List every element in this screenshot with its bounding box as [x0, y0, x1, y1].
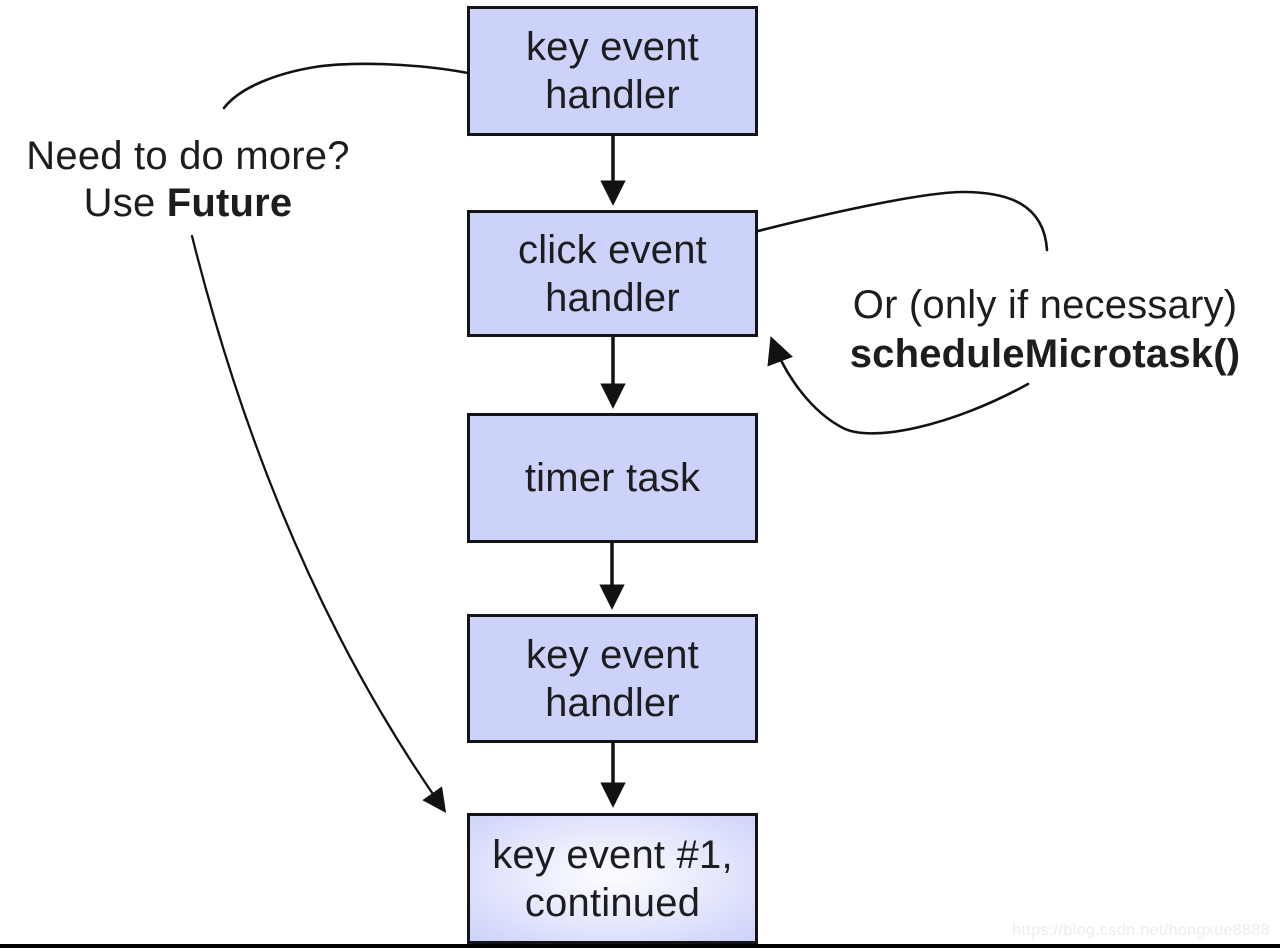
future-note-prefix: Use: [83, 181, 167, 225]
box-label: key event #1, continued: [492, 832, 733, 925]
future-note-line1: Need to do more?: [26, 134, 350, 178]
future-callout-curve: [222, 62, 470, 110]
future-arrow: [190, 234, 447, 813]
box-label: click event handler: [518, 227, 707, 320]
future-note-bold: Future: [166, 181, 293, 225]
flow-box-timer-task: timer task: [467, 413, 758, 543]
box-label: key event handler: [525, 632, 699, 725]
flow-box-key-event-continued: key event #1, continued: [467, 813, 758, 944]
microtask-curve-top: [756, 190, 1049, 252]
microtask-note-bold: scheduleMicrotask(): [849, 332, 1241, 376]
future-note-line2: Use Future: [8, 180, 368, 227]
microtask-note-line2: scheduleMicrotask(): [838, 330, 1252, 379]
microtask-note-line1: Or (only if necessary): [852, 283, 1238, 327]
box-label: timer task: [524, 456, 701, 500]
flow-box-key-event-handler-1: key event handler: [467, 6, 758, 136]
watermark: https://blog.csdn.net/hongxue8888: [1012, 922, 1270, 939]
microtask-note: Or (only if necessary) scheduleMicrotask…: [838, 281, 1252, 379]
flow-box-click-event-handler: click event handler: [467, 210, 758, 337]
future-note: Need to do more? Use Future: [8, 133, 368, 227]
flow-box-key-event-handler-2: key event handler: [467, 614, 758, 743]
box-label: key event handler: [525, 25, 699, 117]
